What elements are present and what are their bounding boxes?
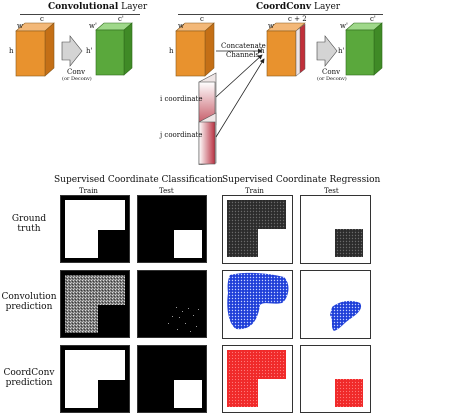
class-train-cc-white-region-lower [65, 380, 98, 408]
conv-op-sublabel: (or Deconv) [62, 76, 92, 82]
reg-test-conv-prediction [300, 270, 371, 339]
conv-input-tensor [15, 22, 55, 77]
regression-panels [222, 195, 371, 413]
class-test-coordconv-prediction [137, 345, 207, 413]
reg-train-ground-truth [222, 195, 293, 264]
class-train-coordconv-prediction [60, 345, 130, 413]
class-train-gt-white-region [65, 200, 125, 230]
conv-operation-arrow [61, 35, 83, 67]
class-train-gt-white-region-lower [65, 230, 98, 258]
coordconv-label-c-concat: c + 2 [288, 15, 307, 23]
coordconv-label-w-in: w [178, 22, 184, 30]
regression-title: Supervised Coordinate Regression [222, 175, 381, 185]
regression-train-label: Train [245, 187, 264, 195]
conv-layer-title: Convolutional Layer [48, 2, 148, 12]
coordconv-label-c-in: c [200, 15, 204, 23]
conv-label-c-in: c [40, 15, 44, 23]
coordconv-output-tensor [345, 22, 383, 76]
reg-test-coordconv-prediction [300, 345, 371, 413]
coordconv-label-h-in: h [169, 47, 174, 55]
i-coordinate-label: i coordinate [160, 95, 203, 103]
coordconv-op-label: Conv [322, 68, 341, 76]
reg-train-conv-prediction [222, 270, 293, 339]
class-test-cc-white-square [174, 380, 202, 408]
classification-train-label: Train [79, 187, 98, 195]
coordconv-title-underline [178, 14, 383, 15]
conv-layer-diagram [15, 22, 133, 77]
class-test-gt-white-square [174, 230, 202, 258]
concatenated-tensor [266, 22, 306, 77]
concat-label-line1: Concatenate [221, 42, 266, 50]
coordconv-label-c-out: c' [370, 15, 376, 23]
class-train-cc-white-region [65, 350, 125, 380]
conv-label-c-out: c' [118, 15, 124, 23]
concat-label-line2: Channels [226, 51, 260, 59]
j-coordinate-label: j coordinate [160, 131, 203, 139]
coordconv-label-h-out: h' [338, 47, 345, 55]
class-test-conv-prediction [137, 270, 207, 338]
class-test-ground-truth [137, 195, 207, 263]
coordconv-layer-title: CoordConv Layer [256, 2, 341, 12]
regression-test-label: Test [324, 187, 339, 195]
classification-test-label: Test [159, 187, 174, 195]
coordconv-label-w-out: w' [340, 22, 348, 30]
coordconv-operation-arrow [316, 35, 338, 67]
conv-label-w-out: w' [89, 22, 97, 30]
coordconv-label-h-concat: h [260, 47, 265, 55]
conv-label-w-in: w [17, 22, 23, 30]
coordconv-layer-diagram [175, 22, 383, 165]
class-train-conv-prediction [60, 270, 130, 338]
conv-label-h-in: h [9, 47, 14, 55]
conv-op-label: Conv [67, 68, 86, 76]
reg-test-ground-truth [300, 195, 371, 264]
j-coordinate-channel [198, 112, 217, 165]
coordconv-input-tensor [175, 22, 215, 77]
class-train-ground-truth [60, 195, 130, 263]
class-train-conv-noise [65, 275, 125, 333]
class-test-conv-sparse-dots [168, 307, 199, 332]
reg-train-coordconv-prediction [222, 345, 293, 413]
conv-title-underline [20, 14, 140, 15]
coordconv-op-sublabel: (or Deconv) [317, 76, 347, 82]
classification-title: Supervised Coordinate Classification [54, 175, 223, 185]
coordconv-label-w-concat: w [268, 22, 274, 30]
conv-output-tensor [95, 22, 133, 76]
conv-label-h-out: h' [86, 47, 93, 55]
concat-arrows [215, 48, 265, 138]
